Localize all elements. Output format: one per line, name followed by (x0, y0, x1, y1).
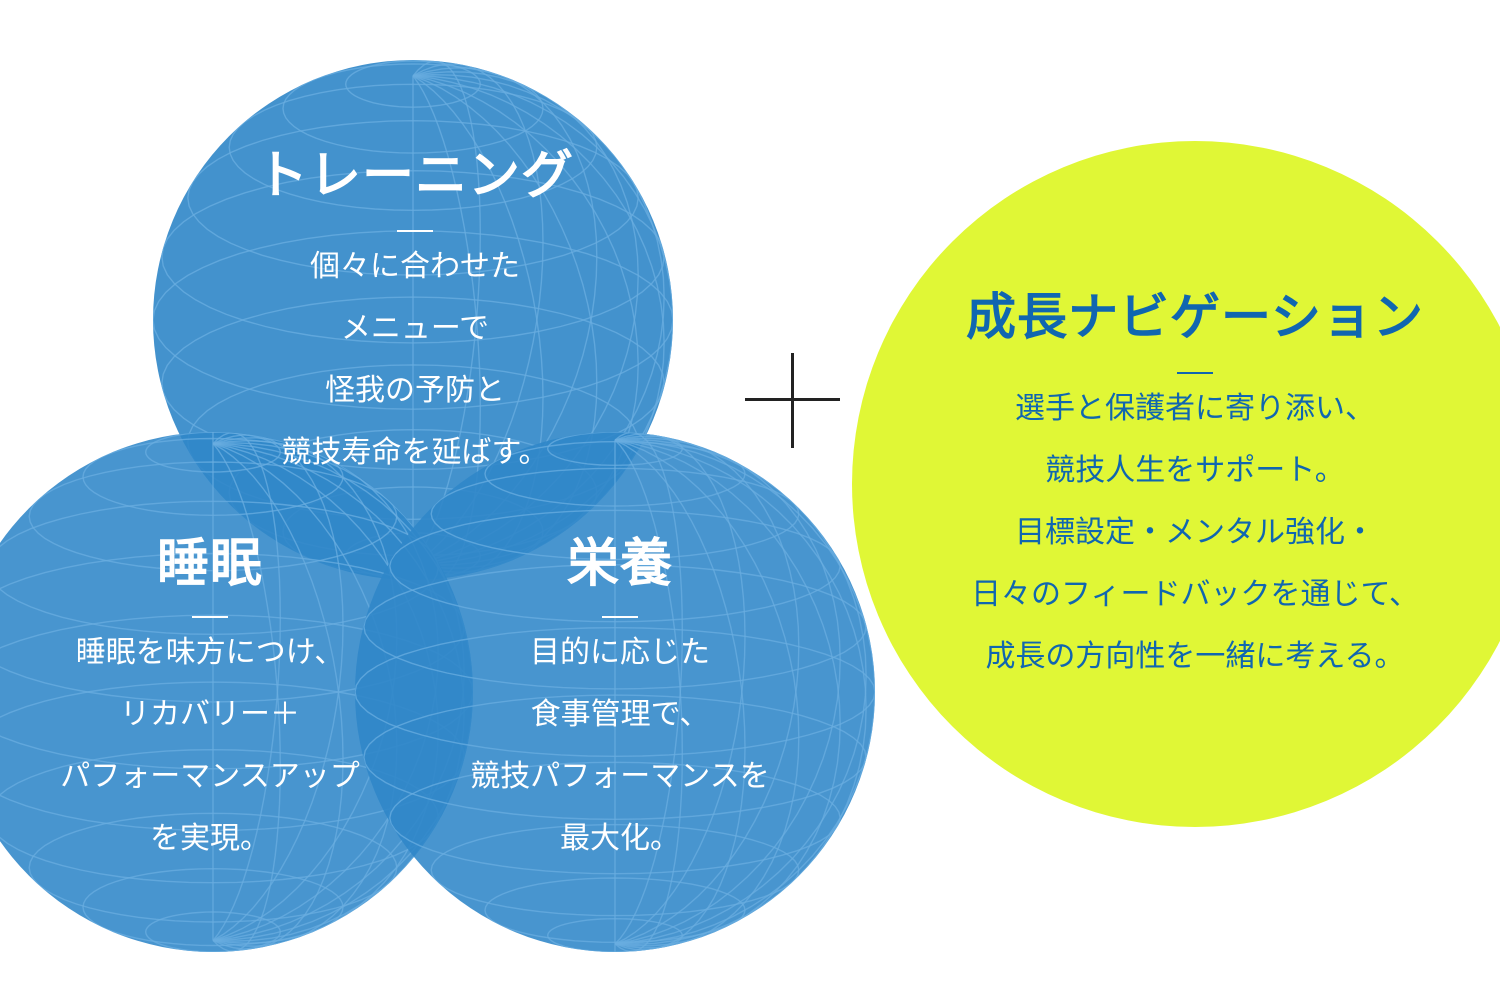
globe-grid-line (161, 296, 665, 470)
nutrition-divider (602, 616, 638, 618)
globe-grid-line (228, 83, 598, 211)
growth-divider (1177, 372, 1213, 374)
globe-grid-line (355, 626, 875, 757)
training-line: 怪我の予防と (325, 373, 505, 408)
training-description: 個々に合わせた メニューで 怪我の予防と 競技寿命を延ばす。 (210, 236, 620, 484)
plus-icon (745, 353, 840, 448)
nutrition-line: 競技パフォーマンスを (470, 759, 770, 794)
globe-grid-line (161, 169, 665, 344)
growth-line: 目標設定・メンタル強化・ (1015, 515, 1375, 550)
globe-grid-line (546, 917, 684, 952)
training-line: 競技寿命を延ばす。 (281, 435, 549, 470)
globe-grid-line (484, 877, 746, 943)
training-divider (397, 230, 433, 232)
growth-line: 競技人生をサポート。 (1045, 453, 1345, 488)
globe-grid-line (144, 911, 282, 952)
growth-block: 成長ナビゲーション 選手と保護者に寄り添い、 競技人生をサポート。 目標設定・メ… (905, 292, 1485, 688)
growth-line: 成長の方向性を一緒に考える。 (985, 639, 1405, 674)
nutrition-title: 栄養 (566, 534, 673, 594)
sleep-line: 睡眠を味方につけ、 (75, 635, 345, 670)
globe-grid-line (82, 437, 344, 517)
sleep-globe (0, 432, 473, 952)
globe-grid-line (430, 467, 800, 561)
sleep-line: パフォーマンスアップ (60, 759, 360, 794)
sleep-description: 睡眠を味方につけ、 リカバリー＋ パフォーマンスアップ を実現。 (20, 622, 400, 870)
globe-grid-line (282, 63, 544, 154)
globe-grid-line (363, 694, 867, 820)
sleep-line: リカバリー＋ (120, 697, 300, 732)
globe-grid-line (546, 432, 684, 466)
globe-grid-line (82, 868, 344, 947)
globe-grid-line (484, 440, 746, 507)
nutrition-description: 目的に応じた 食事管理で、 競技パフォーマンスを 最大化。 (430, 622, 810, 870)
nutrition-block: 栄養 目的に応じた 食事管理で、 競技パフォーマンスを 最大化。 (430, 538, 810, 870)
globe-grid-line (187, 119, 639, 276)
training-block: トレーニング 個々に合わせた メニューで 怪我の予防と 競技寿命を延ばす。 (210, 150, 620, 484)
sleep-line: を実現。 (150, 821, 270, 856)
growth-line: 日々のフィードバックを通じて、 (971, 577, 1419, 612)
globe-grid-line (389, 761, 841, 875)
globe-grid-line (144, 432, 282, 473)
sleep-title: 睡眠 (156, 534, 263, 594)
globe-grid-line (28, 461, 398, 572)
sleep-block: 睡眠 睡眠を味方につけ、 リカバリー＋ パフォーマンスアップ を実現。 (20, 538, 400, 870)
globe-grid-line (430, 823, 800, 917)
nutrition-line: 食事管理で、 (530, 697, 710, 732)
growth-title: 成長ナビゲーション (966, 288, 1424, 346)
growth-circle (852, 141, 1500, 827)
training-line: メニューで (340, 311, 490, 346)
growth-line: 選手と保護者に寄り添い、 (1015, 391, 1375, 426)
growth-description: 選手と保護者に寄り添い、 競技人生をサポート。 目標設定・メンタル強化・ 日々の… (905, 378, 1485, 688)
globe-grid-line (344, 60, 482, 108)
globe-grid-line (28, 812, 398, 923)
nutrition-line: 最大化。 (560, 821, 680, 856)
plus-icon-vertical (791, 353, 794, 448)
training-line: 個々に合わせた (310, 249, 520, 284)
training-title: トレーニング (255, 146, 574, 206)
nutrition-line: 目的に応じた (530, 635, 710, 670)
globe-grid-line (363, 563, 867, 690)
globe-grid-line (0, 500, 439, 636)
globe-grid-line (389, 509, 841, 623)
nutrition-globe-grid (355, 432, 875, 952)
sleep-divider (192, 616, 228, 618)
